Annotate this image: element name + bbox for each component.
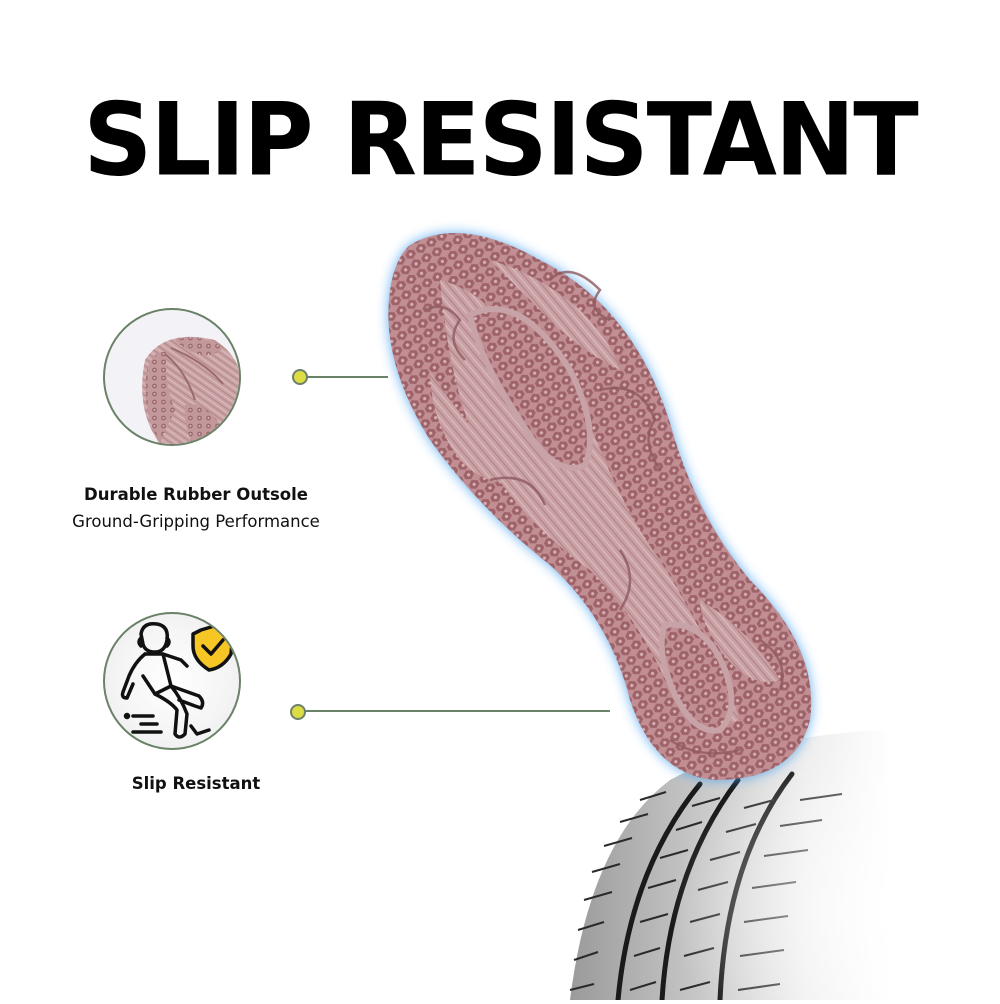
outsole-closeup-circle	[103, 308, 241, 446]
slipping-person-shield-icon	[120, 621, 235, 739]
page-title: SLIP RESISTANT	[83, 81, 918, 199]
slip-resistant-circle	[103, 612, 241, 750]
connector-line-outsole	[306, 376, 388, 378]
connector-line-slip	[304, 710, 610, 712]
feature-title-slip: Slip Resistant	[131, 774, 261, 793]
outsole-closeup-icon	[142, 336, 239, 444]
shoe-sole-image	[370, 220, 830, 790]
tire-image	[560, 700, 1000, 1003]
feature-subtitle-outsole: Ground-Gripping Performance	[72, 512, 320, 531]
connector-dot-slip	[290, 704, 306, 720]
feature-title-outsole: Durable Rubber Outsole	[84, 485, 308, 504]
